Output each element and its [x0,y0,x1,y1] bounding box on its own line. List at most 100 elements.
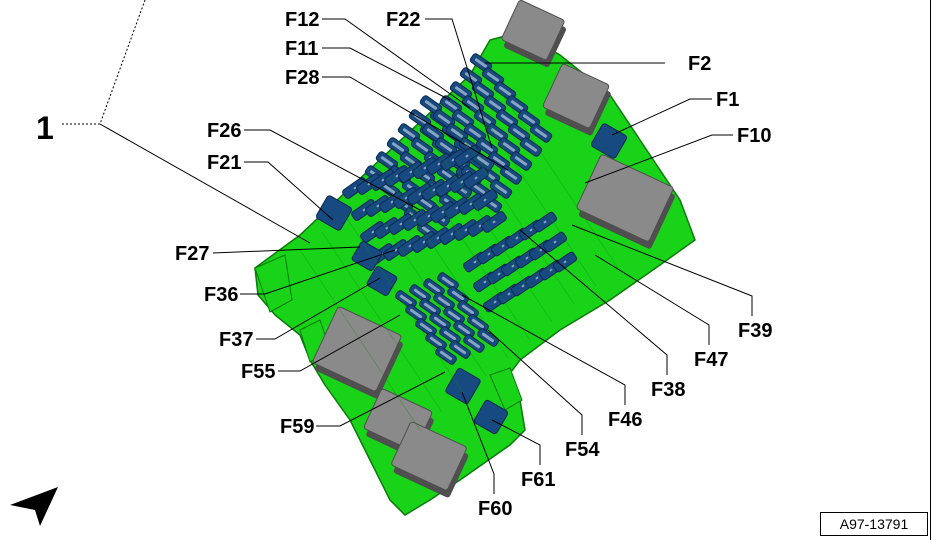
fuse-contact [395,174,399,178]
fuse-label-f26: F26 [207,120,241,142]
orientation-arrow-icon [10,487,58,526]
relay [501,0,566,68]
slot-divider [321,231,443,413]
slot-divider [453,123,575,305]
fuse-contact [437,296,451,307]
fuse-contact [409,308,423,319]
callout-number: 1 [36,110,54,146]
fuse-contact [529,228,533,232]
leader-line-f59 [316,371,446,427]
fuse-contact [381,178,385,182]
fuse-contact [524,142,538,152]
fuse-contact [474,58,488,68]
leader-line-f22 [425,18,493,149]
fuse-contact [427,282,441,293]
fuse-contact [450,232,454,236]
fuse-contact [466,100,480,110]
fuse-contact [483,280,487,284]
fuse-contact [432,188,436,192]
fuse-contact [380,156,394,166]
fuse-contact [418,192,422,196]
fuse-contact [402,128,416,138]
fuse-label-f55: F55 [241,361,275,383]
leader-line-f39 [571,224,753,316]
fuse-contact [498,86,512,96]
fuse-contact [456,114,470,124]
fuse-contact [362,208,366,212]
fuse-contact [549,268,553,272]
fuse-contact [454,86,468,96]
fuse-contact [439,142,453,152]
maxi-fuse [351,241,383,271]
leader-line-f27 [212,246,361,254]
fuse-contact [426,128,440,138]
fuse-contact [500,114,514,124]
fuse-contact [451,290,465,301]
maxi-fuse [445,367,481,405]
fuse-contact [469,202,473,206]
fuse-label-f46: F46 [608,409,642,431]
fuse-contact [476,156,490,166]
leader-line-f47 [594,254,710,345]
fuse-contact [512,128,526,138]
fuse-label-f60: F60 [478,498,512,520]
fuse-contact [433,316,447,327]
slot-divider [387,177,509,359]
fuse-contact [446,184,450,188]
fuse-contact [390,200,394,204]
fuse-contact [504,170,518,180]
maxi-fuse [315,195,353,231]
fuse-label-f2: F2 [688,53,711,75]
fuse-contact [476,86,490,96]
relay-top [312,306,402,392]
relay [312,306,403,399]
fuse-contact [394,248,398,252]
leader-line-f46 [461,294,626,405]
fuse-contact [444,100,458,110]
callout-leader [99,123,311,244]
leader-line-f21 [244,161,334,221]
fuse-contact [563,260,567,264]
fuse-contact [436,236,440,240]
fuse-contact [413,288,427,299]
leader-line-f11 [322,47,451,101]
leader-line-f37 [256,277,381,340]
slot-divider [409,159,531,341]
fuse-contact [460,180,464,184]
leader-line-f54 [487,329,583,435]
fuse-contact [543,220,547,224]
fuse-contact [399,222,403,226]
fuse-contact [457,324,471,335]
fuse-contact [473,260,477,264]
fuse-contact [465,154,469,158]
leader-line-f55 [278,314,401,372]
fuse-contact [422,240,426,244]
leader-line-f38 [519,229,668,375]
fuse-label-f28: F28 [285,67,319,89]
fuse-contact [481,332,495,343]
fuse-contact [521,284,525,288]
slot-divider [299,249,421,431]
fuse-contact [453,344,467,355]
fuse-label-f38: F38 [651,379,685,401]
leader-line-f61 [491,419,541,465]
relay [542,63,611,136]
leader-line-f26 [244,129,421,211]
fuse-contact [492,156,506,166]
mounting-tab [489,367,523,411]
fuse-contact [539,248,543,252]
maxi-fuse [473,399,509,435]
fuse-contact [511,264,515,268]
fuse-contact [455,206,459,210]
fuse-label-f37: F37 [219,329,253,351]
fuse-contact [441,210,445,214]
fuse-contact [461,304,475,315]
fuse-contact [522,114,536,124]
relay [391,421,469,498]
fuse-contact [510,100,524,110]
fuse-label-f22: F22 [386,9,420,31]
fuse-contact [353,186,357,190]
fuse-label-f27: F27 [175,243,209,265]
